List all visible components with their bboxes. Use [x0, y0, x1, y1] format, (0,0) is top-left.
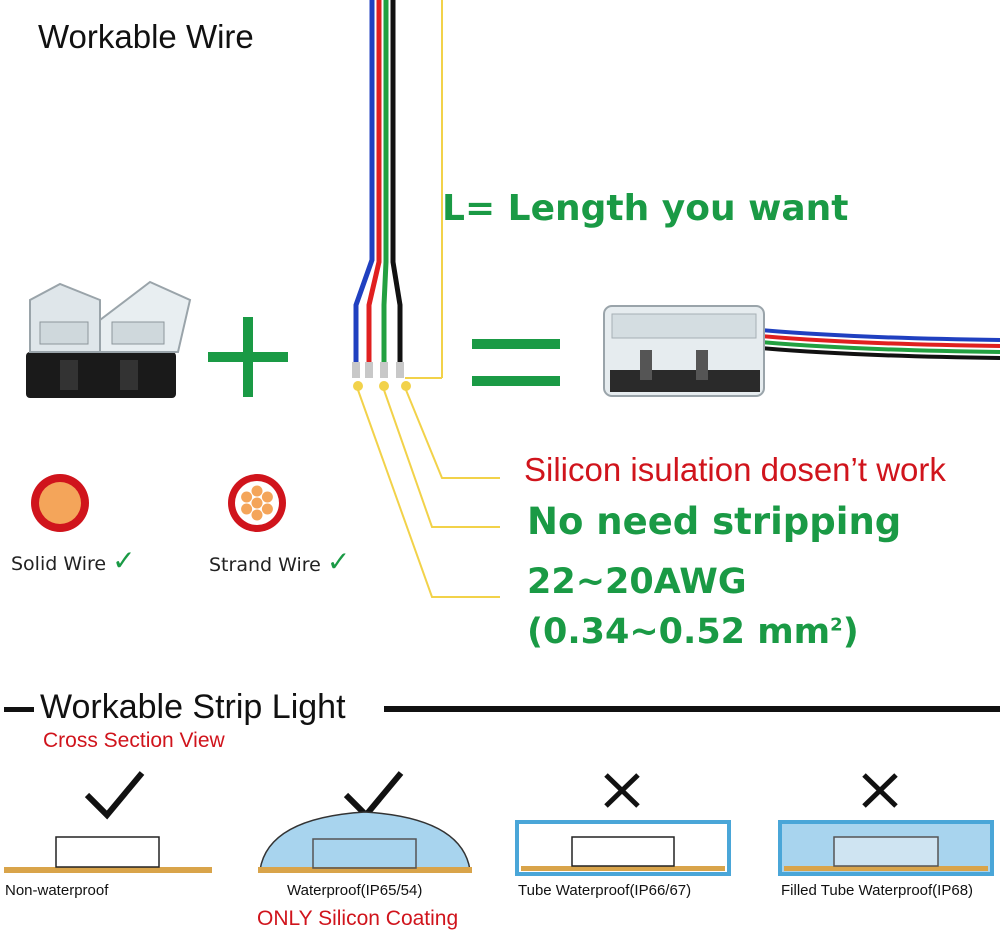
wired-connector-image: [603, 305, 1000, 397]
solid-wire-text: Solid Wire: [11, 553, 107, 575]
strip-tube-waterproof: [515, 773, 731, 876]
mm-superscript: 2: [830, 614, 843, 636]
strip-non-waterproof: [4, 771, 212, 873]
plus-icon: [208, 317, 288, 397]
strip-waterproof: [258, 771, 472, 873]
strip-caption: Waterproof(IP65/54): [287, 882, 423, 899]
mm-suffix: ): [842, 612, 859, 652]
solid-wire-icon: [31, 474, 89, 532]
coating-note: ONLY Silicon Coating: [257, 907, 459, 930]
stripping-note: No need stripping: [527, 500, 902, 543]
section-title: Workable Strip Light: [40, 688, 346, 727]
cross-section-label: Cross Section View: [43, 729, 225, 752]
check-icon: ✓: [326, 545, 351, 578]
cross-icon: [862, 773, 898, 808]
leader-lines: [353, 381, 500, 598]
cross-icon: [604, 773, 640, 808]
mm-label: (0.34~0.52 mm2): [527, 612, 859, 652]
length-bracket: [405, 0, 443, 379]
solid-wire-label: Solid Wire ✓: [11, 544, 136, 577]
length-label: L= Length you want: [442, 188, 849, 229]
clip-connector-image: [26, 280, 192, 398]
section-divider: [4, 706, 1000, 712]
strand-wire-icon: [228, 474, 286, 532]
wire-bundle: [352, 0, 404, 378]
strand-wire-label: Strand Wire ✓: [209, 545, 350, 578]
strip-caption: Tube Waterproof(IP66/67): [518, 882, 692, 899]
equals-icon: [472, 339, 560, 386]
strip-caption: Non-waterproof: [5, 882, 109, 899]
strand-wire-text: Strand Wire: [209, 554, 321, 576]
page-title: Workable Wire: [38, 18, 254, 55]
mm-prefix: (0.34~0.52 mm: [527, 612, 831, 652]
awg-label: 22~20AWG: [527, 562, 747, 602]
check-icon: [84, 771, 145, 820]
strip-caption: Filled Tube Waterproof(IP68): [781, 882, 974, 899]
check-icon: [343, 771, 404, 820]
strip-filled-tube-waterproof: [778, 773, 994, 876]
check-icon: ✓: [112, 544, 136, 577]
silicon-note: Silicon isulation dosen’t work: [524, 451, 946, 488]
